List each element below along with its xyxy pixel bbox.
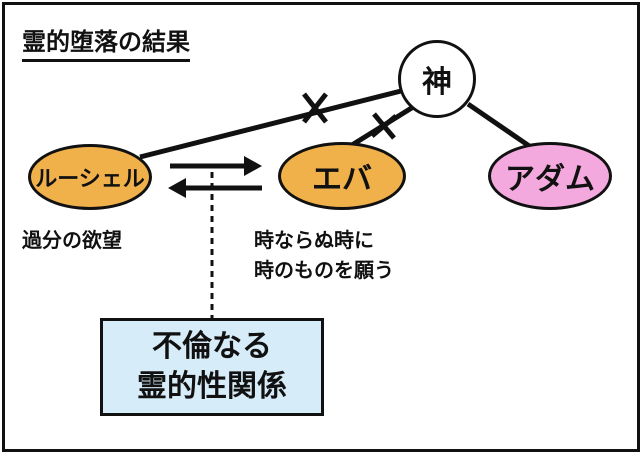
relation-box-line1: 不倫なる: [152, 329, 272, 364]
diagram-title: 霊的堕落の結果: [22, 22, 190, 62]
arrow-to-lucifer-head: [168, 178, 186, 198]
note-eve-line2: 時のものを願う: [254, 258, 394, 282]
node-god: 神: [398, 40, 476, 118]
arrow-to-eve-head: [244, 156, 262, 176]
node-lucifer: ルーシェル: [28, 144, 152, 210]
note-lucifer: 過分の欲望: [22, 228, 122, 252]
node-eve: エバ: [278, 142, 406, 210]
relation-box: 不倫なる 霊的性関係: [100, 318, 324, 416]
relation-box-line2: 霊的性関係: [137, 369, 287, 404]
cross-mark-lucifer-b: [302, 92, 328, 124]
note-eve-line1: 時ならぬ時に: [254, 228, 374, 252]
cross-mark-eve-b: [370, 114, 398, 138]
node-adam: アダム: [488, 142, 612, 210]
line-god-lucifer: [139, 87, 406, 160]
